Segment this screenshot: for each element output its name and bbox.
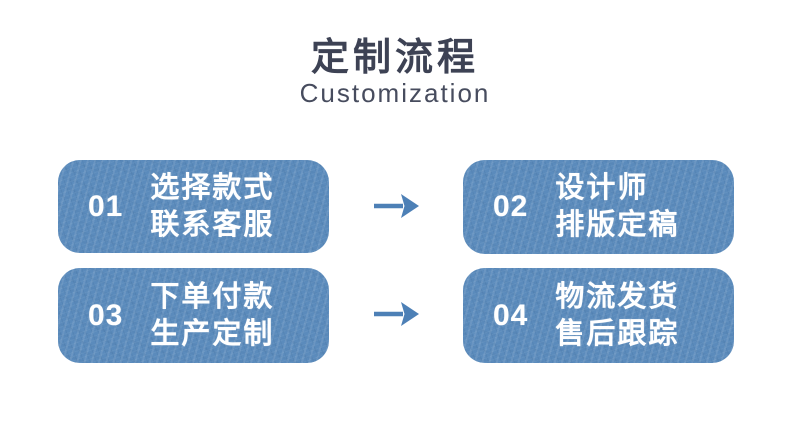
step-card-01: 01 选择款式 联系客服 — [58, 160, 329, 253]
step-line-1: 物流发货 — [555, 280, 680, 313]
step-number: 01 — [88, 189, 124, 223]
step-text: 物流发货 售后跟踪 — [555, 279, 679, 353]
step-line-2: 生产定制 — [150, 317, 275, 350]
step-text: 下单付款 生产定制 — [150, 279, 274, 353]
right-arrow-icon — [372, 297, 420, 331]
page-subtitle: Customization — [299, 78, 491, 108]
page-title: 定制流程 — [310, 37, 479, 79]
step-number: 02 — [493, 190, 529, 223]
step-line-1: 选择款式 — [150, 171, 275, 204]
right-arrow-icon — [372, 189, 420, 223]
step-line-2: 排版定稿 — [555, 209, 680, 241]
step-number: 03 — [88, 298, 124, 332]
step-line-1: 设计师 — [555, 172, 649, 204]
step-line-2: 联系客服 — [150, 208, 275, 241]
step-line-2: 售后跟踪 — [555, 317, 680, 350]
step-card-04: 04 物流发货 售后跟踪 — [463, 268, 734, 363]
step-card-02: 02 设计师 排版定稿 — [463, 160, 734, 254]
step-line-1: 下单付款 — [150, 280, 275, 313]
step-number: 04 — [493, 298, 529, 332]
step-text: 设计师 排版定稿 — [555, 170, 679, 244]
step-text: 选择款式 联系客服 — [150, 170, 274, 244]
step-card-03: 03 下单付款 生产定制 — [58, 268, 329, 363]
